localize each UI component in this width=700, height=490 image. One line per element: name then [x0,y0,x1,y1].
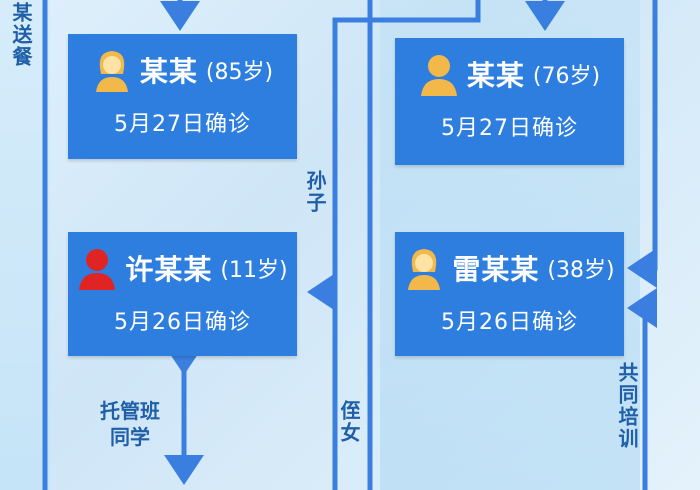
case-card-d-header: 雷某某 (38岁) [395,246,624,290]
connector-right-to-card-d [627,0,658,288]
label-grandson: 孙子 [303,170,327,214]
case-card-c-header: 许某某 (11岁) [68,246,297,290]
case-card-b-name: 某某 [466,59,525,92]
case-card-b: 某某 (76岁) 5月27日确诊 [395,38,624,165]
case-card-c-age: (11岁) [220,258,288,283]
case-card-b-header: 某某 (76岁) [395,52,624,96]
person-avatar-icon [420,55,457,96]
label-niece: 侄女 [337,400,361,444]
label-top-left-partial: 某送餐 [9,2,33,68]
case-card-a-date: 5月27日确诊 [114,112,251,137]
case-card-c-name: 许某某 [125,253,213,286]
case-card-d-date: 5月26日确诊 [441,310,578,335]
case-card-a-name: 某某 [139,55,198,88]
female-avatar-icon [95,51,128,92]
case-card-d-age: (38岁) [547,258,615,283]
background-left-band [0,0,50,490]
case-card-b-date: 5月27日确诊 [441,116,578,141]
case-card-c: 许某某 (11岁) 5月26日确诊 [68,232,297,356]
red-case-avatar-icon [79,249,116,290]
label-co-training: 共同培训 [615,362,639,450]
case-card-d-name: 雷某某 [452,253,540,286]
case-card-a: 某某 (85岁) 5月27日确诊 [68,34,297,159]
case-card-d: 雷某某 (38岁) 5月26日确诊 [395,232,624,356]
case-card-b-age: (76岁) [532,64,601,89]
case-card-a-header: 某某 (85岁) [68,48,297,92]
female-avatar-icon [408,249,441,290]
connector-co-training [627,288,657,490]
case-card-a-age: (85岁) [205,60,274,85]
connector-grandson-arrow [307,195,338,312]
label-nursery-classmate: 托管班 同学 [100,399,160,449]
case-card-c-date: 5月26日确诊 [114,310,251,335]
